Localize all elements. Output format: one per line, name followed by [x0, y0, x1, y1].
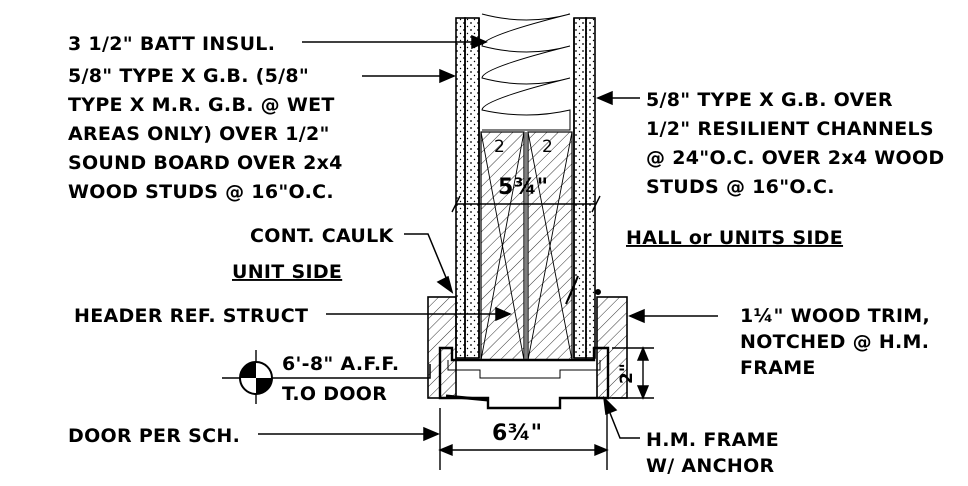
frame-width-dimension: 6¾" [492, 421, 542, 446]
svg-text:1/2" RESILIENT CHANNELS: 1/2" RESILIENT CHANNELS [646, 118, 934, 140]
svg-text:FRAME: FRAME [740, 357, 816, 379]
right-resilient-channel-layer [585, 17, 596, 359]
stud-mark-right: 2 [542, 137, 553, 157]
svg-text:1¼" WOOD TRIM,: 1¼" WOOD TRIM, [740, 305, 930, 327]
svg-text:5/8" TYPE X G.B. OVER: 5/8" TYPE X G.B. OVER [646, 89, 893, 111]
dimension-lines [438, 195, 654, 470]
svg-text:SOUND BOARD OVER 2x4: SOUND BOARD OVER 2x4 [68, 152, 343, 174]
stud-mark-left: 2 [494, 137, 505, 157]
right-gypsum-note: 5/8" TYPE X G.B. OVER 1/2" RESILIENT CHA… [646, 89, 945, 198]
left-gypsum-note: 5/8" TYPE X G.B. (5/8" TYPE X M.R. G.B. … [68, 65, 343, 203]
batt-insulation [481, 13, 571, 131]
unit-side-label: UNIT SIDE [232, 261, 342, 283]
svg-text:5/8" TYPE X G.B. (5/8": 5/8" TYPE X G.B. (5/8" [68, 65, 309, 87]
header-note: HEADER REF. STRUCT [74, 305, 308, 327]
svg-text:AREAS ONLY) OVER 1/2": AREAS ONLY) OVER 1/2" [68, 123, 330, 145]
hm-frame-note: H.M. FRAME W/ ANCHOR [646, 429, 779, 477]
svg-text:WOOD STUDS @ 16"O.C.: WOOD STUDS @ 16"O.C. [68, 181, 334, 203]
svg-text:STUDS @ 16"O.C.: STUDS @ 16"O.C. [646, 176, 835, 198]
svg-text:H.M. FRAME: H.M. FRAME [646, 429, 779, 451]
hall-side-label: HALL or UNITS SIDE [626, 227, 843, 249]
svg-text:NOTCHED @ H.M.: NOTCHED @ H.M. [740, 331, 929, 353]
left-sound-board [464, 17, 480, 359]
wall-assembly [455, 13, 596, 361]
top-of-door-label: T.O DOOR [282, 383, 387, 405]
right-gypsum-board [573, 17, 587, 359]
elevation-label: 6'-8" A.F.F. [282, 353, 399, 375]
elevation-target-icon [222, 350, 300, 404]
batt-insulation-note: 3 1/2" BATT INSUL. [68, 33, 275, 55]
cont-caulk-note: CONT. CAULK [250, 225, 395, 247]
leader-lines [258, 34, 718, 442]
left-gypsum-board [455, 17, 466, 359]
wood-trim-note: 1¼" WOOD TRIM, NOTCHED @ H.M. FRAME [740, 305, 930, 379]
trim-depth-dimension: 2" [617, 363, 637, 384]
wall-width-dimension: 5¾" [498, 175, 548, 200]
svg-text:@ 24"O.C. OVER 2x4 WOOD: @ 24"O.C. OVER 2x4 WOOD [646, 147, 945, 169]
svg-text:TYPE X M.R. G.B. @ WET: TYPE X M.R. G.B. @ WET [68, 94, 335, 116]
hm-frame-profile [438, 346, 610, 410]
door-note: DOOR PER SCH. [68, 425, 240, 447]
svg-text:W/ ANCHOR: W/ ANCHOR [646, 455, 775, 477]
